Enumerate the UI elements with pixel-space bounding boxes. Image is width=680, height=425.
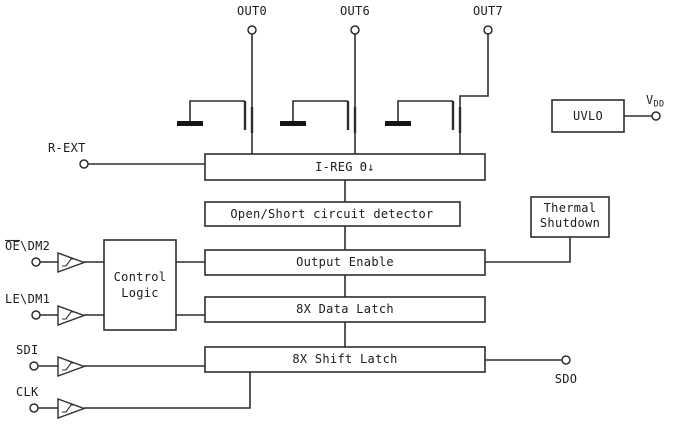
terminal-out0 [247,25,257,35]
input-oe-dm2: OE\DM2 [5,239,104,274]
input-le-dm1: LE\DM1 [5,292,104,327]
mosfet-gate-lead [292,100,348,121]
vdd-base-text: V [646,93,654,107]
pin-label-out6: OUT6 [340,4,370,18]
block-open-short-detector [204,201,461,227]
block-control-logic-label-line2: Logic [121,286,159,300]
block-output-enable-label: Output Enable [296,255,394,269]
pin-label-r-ext: R-EXT [48,141,86,155]
block-data-latch [204,296,486,323]
terminal-r-ext [79,159,89,169]
terminal-out7 [483,25,493,35]
terminal-clk [29,403,39,413]
pin-label-clk: CLK [16,385,39,399]
pin-label-vdd: VDD [646,93,664,110]
block-thermal-shutdown-label-line1: Thermal [544,201,597,215]
pin-label-out0: OUT0 [237,4,267,18]
block-uvlo [551,99,625,133]
terminal-vdd [651,111,661,121]
input-sdi: SDI [16,343,205,378]
schmitt-buffer-icon [57,355,87,378]
input-clk: CLK [16,372,251,420]
schmitt-buffer-icon [57,304,87,327]
wires-control-logic-to-blocks [176,261,205,316]
block-i-reg-label: I-REG Θ↓ [315,160,375,174]
mosfet-gate-lead [189,100,245,121]
hysteresis-icon [62,362,75,371]
vdd-subscript-text: DD [654,100,665,110]
block-open-short-detector-label: Open/Short circuit detector [230,207,433,221]
hysteresis-icon [62,258,75,267]
output-mosfet-6 [280,34,357,154]
hysteresis-icon [62,311,75,320]
ground-bar-icon [280,121,306,126]
wire-thermal-to-output-enable [485,237,571,263]
block-thermal-shutdown-label-line2: Shutdown [540,216,600,230]
block-control-logic-label-line1: Control [114,270,167,284]
ground-bar-icon [385,121,411,126]
pin-label-sdo: SDO [555,372,578,386]
block-thermal-shutdown [530,196,610,238]
block-data-latch-label: 8X Data Latch [296,302,394,316]
schmitt-buffer-icon [57,397,87,420]
pin-label-le-dm1: LE\DM1 [5,292,50,306]
pin-label-sdi: SDI [16,343,39,357]
i-reg-thermal-symbol-icon: Θ↓ [360,160,375,174]
wire-clk-to-shift-latch [84,372,251,409]
block-shift-latch [204,346,486,373]
i-reg-text: I-REG [315,160,353,174]
terminal-out6 [350,25,360,35]
output-mosfet-0 [177,34,254,154]
ground-bar-icon [177,121,203,126]
mosfet-gate-lead [397,100,453,121]
wire-out7-drain [459,34,489,107]
pin-label-out7: OUT7 [473,4,503,18]
terminal-sdo [561,355,571,365]
block-uvlo-label: UVLO [573,109,603,123]
pin-label-oe-dm2: OE\DM2 [5,239,50,253]
terminal-oe-dm2 [31,257,41,267]
block-control-logic [103,239,177,331]
block-shift-latch-label: 8X Shift Latch [292,352,397,366]
terminal-le-dm1 [31,310,41,320]
schmitt-buffer-icon [57,251,87,274]
terminal-sdi [29,361,39,371]
output-mosfet-7 [385,34,489,154]
hysteresis-icon [62,404,75,413]
